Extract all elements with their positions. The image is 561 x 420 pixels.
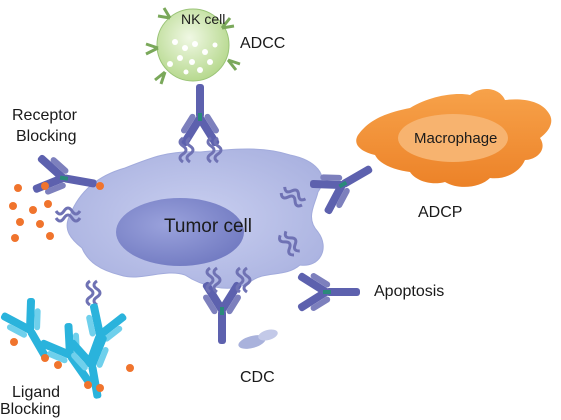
tumor-cell-label: Tumor cell [164,216,252,237]
macrophage-nucleus [398,114,508,162]
ligand-blocking-label-1: Ligand [12,384,60,401]
tumor-nucleus [116,198,244,266]
adcp-label: ADCP [418,204,462,221]
ligand-receptor [85,279,102,307]
complement-c1q [238,335,266,349]
apoptosis-antibody [296,271,360,313]
receptor-blocking-label-2: Blocking [16,128,76,145]
complement-c1q-2 [258,329,278,341]
receptor-blocking-label-1: Receptor [12,107,78,124]
receptor-ligand-dots [9,182,104,242]
cdc-label: CDC [240,369,275,386]
adcc-label: ADCC [240,35,285,52]
adcp-antibody [306,150,382,218]
nk-cell [145,7,241,85]
adcc-antibody [179,84,221,148]
ligand-blocking-label-2: Blocking [0,401,60,418]
apoptosis-label: Apoptosis [374,283,444,300]
nk-cell-label: NK cell [181,11,225,27]
ligand-dots [10,338,134,392]
macrophage-label: Macrophage [414,130,497,147]
